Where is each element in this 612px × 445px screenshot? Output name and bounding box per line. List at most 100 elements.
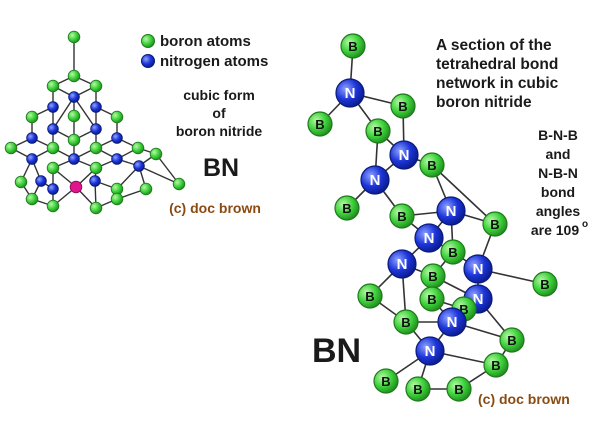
- boron-atom: B: [389, 203, 415, 229]
- legend-nitrogen-label: nitrogen atoms: [160, 53, 268, 70]
- nitrogen-atom: [111, 132, 123, 144]
- nitrogen-atom: N: [387, 249, 417, 279]
- nitrogen-atom: N: [414, 223, 444, 253]
- boron-sphere: [440, 239, 466, 265]
- boron-atom-label: B: [401, 315, 410, 330]
- boron-sphere: [483, 352, 509, 378]
- nitrogen-atom: [68, 91, 80, 103]
- boron-atom-label: B: [448, 245, 457, 260]
- boron-atom: [131, 141, 145, 155]
- boron-atom-label: B: [491, 358, 500, 373]
- nitrogen-sphere: [335, 78, 365, 108]
- lattice-bond: [73, 96, 97, 130]
- boron-atom: [25, 192, 39, 206]
- nitrogen-atom: N: [389, 140, 419, 170]
- nitrogen-atom: N: [437, 307, 467, 337]
- angle-degree-mark: o: [582, 219, 588, 230]
- boron-atom: [25, 110, 39, 124]
- boron-atom-label: B: [490, 217, 499, 232]
- boron-atom: B: [334, 195, 360, 221]
- nitrogen-atom: [90, 123, 102, 135]
- nitrogen-sphere: [463, 254, 493, 284]
- nitrogen-atom-label: N: [473, 291, 484, 308]
- lattice-bond: [138, 165, 180, 185]
- left-caption-line-2: of: [212, 105, 226, 121]
- boron-atom: [89, 161, 103, 175]
- lattice-bond: [52, 96, 75, 130]
- nitrogen-atom: [26, 153, 38, 165]
- nitrogen-atom: [26, 132, 38, 144]
- nitrogen-atom: N: [415, 336, 445, 366]
- boron-atom: B: [420, 263, 446, 289]
- nitrogen-atom: [90, 101, 102, 113]
- legend-boron-swatch: [141, 34, 155, 48]
- boron-atom: B: [365, 118, 391, 144]
- boron-sphere: [532, 271, 558, 297]
- boron-atom: [67, 69, 81, 83]
- boron-atom: [110, 192, 124, 206]
- boron-atom-label: B: [454, 382, 463, 397]
- nitrogen-atom: [47, 183, 59, 195]
- boron-atom: [67, 133, 81, 147]
- left-caption: cubic form of boron nitride: [176, 87, 263, 139]
- boron-atom: B: [390, 93, 416, 119]
- boron-sphere: [357, 283, 383, 309]
- boron-atom: [46, 141, 60, 155]
- nitrogen-atom: [89, 175, 101, 187]
- boron-atom-label: B: [428, 269, 437, 284]
- boron-atom-label: B: [348, 39, 357, 54]
- boron-atom-label: B: [459, 302, 468, 317]
- boron-atom: B: [340, 33, 366, 59]
- nitrogen-atom-label: N: [473, 261, 484, 278]
- boron-atom: B: [532, 271, 558, 297]
- nitrogen-atom-label: N: [446, 203, 457, 220]
- left-caption-line-3: boron nitride: [176, 123, 263, 139]
- nitrogen-atom: [133, 160, 145, 172]
- bond-angle-note: B-N-B and N-B-N bond angles are 109 o: [531, 127, 588, 238]
- angle-note-line-4: bond: [541, 184, 575, 200]
- boron-atom: B: [357, 283, 383, 309]
- angle-note-line-3: N-B-N: [538, 165, 578, 181]
- boron-sphere: [499, 327, 525, 353]
- right-caption-line-1: A section of the: [436, 37, 552, 54]
- boron-atom-label: B: [373, 124, 382, 139]
- boron-atom: [14, 175, 28, 189]
- right-credit: (c) doc brown: [478, 391, 570, 407]
- angle-note-line-2: and: [546, 146, 571, 162]
- boron-sphere: [334, 195, 360, 221]
- boron-atom-label: B: [315, 117, 324, 132]
- nitrogen-atom-label: N: [447, 314, 458, 331]
- nitrogen-sphere: [437, 307, 467, 337]
- cubic-lattice-model: [4, 30, 186, 215]
- boron-atom-label: B: [398, 99, 407, 114]
- boron-sphere: [390, 93, 416, 119]
- nitrogen-atom-label: N: [424, 230, 435, 247]
- boron-sphere: [419, 286, 445, 312]
- boron-atom: B: [393, 309, 419, 335]
- boron-sphere: [373, 368, 399, 394]
- nitrogen-atom-label: N: [399, 147, 410, 164]
- nitrogen-atom: N: [360, 165, 390, 195]
- boron-atom: B: [440, 239, 466, 265]
- boron-atom-label: B: [365, 289, 374, 304]
- nitrogen-atom: [47, 101, 59, 113]
- boron-atom-label: B: [381, 374, 390, 389]
- boron-sphere: [340, 33, 366, 59]
- nitrogen-atom-label: N: [397, 256, 408, 273]
- boron-atom: B: [499, 327, 525, 353]
- boron-atom: [46, 161, 60, 175]
- boron-sphere: [405, 376, 431, 402]
- nitrogen-atom: [35, 175, 47, 187]
- boron-atom-label: B: [427, 292, 436, 307]
- boron-sphere: [389, 203, 415, 229]
- lattice-bond: [155, 153, 180, 185]
- boron-atom-label: B: [507, 333, 516, 348]
- nitrogen-atom-label: N: [345, 85, 356, 102]
- nitrogen-sphere: [360, 165, 390, 195]
- boron-atom: B: [373, 368, 399, 394]
- boron-atom: [4, 141, 18, 155]
- boron-sphere: [365, 118, 391, 144]
